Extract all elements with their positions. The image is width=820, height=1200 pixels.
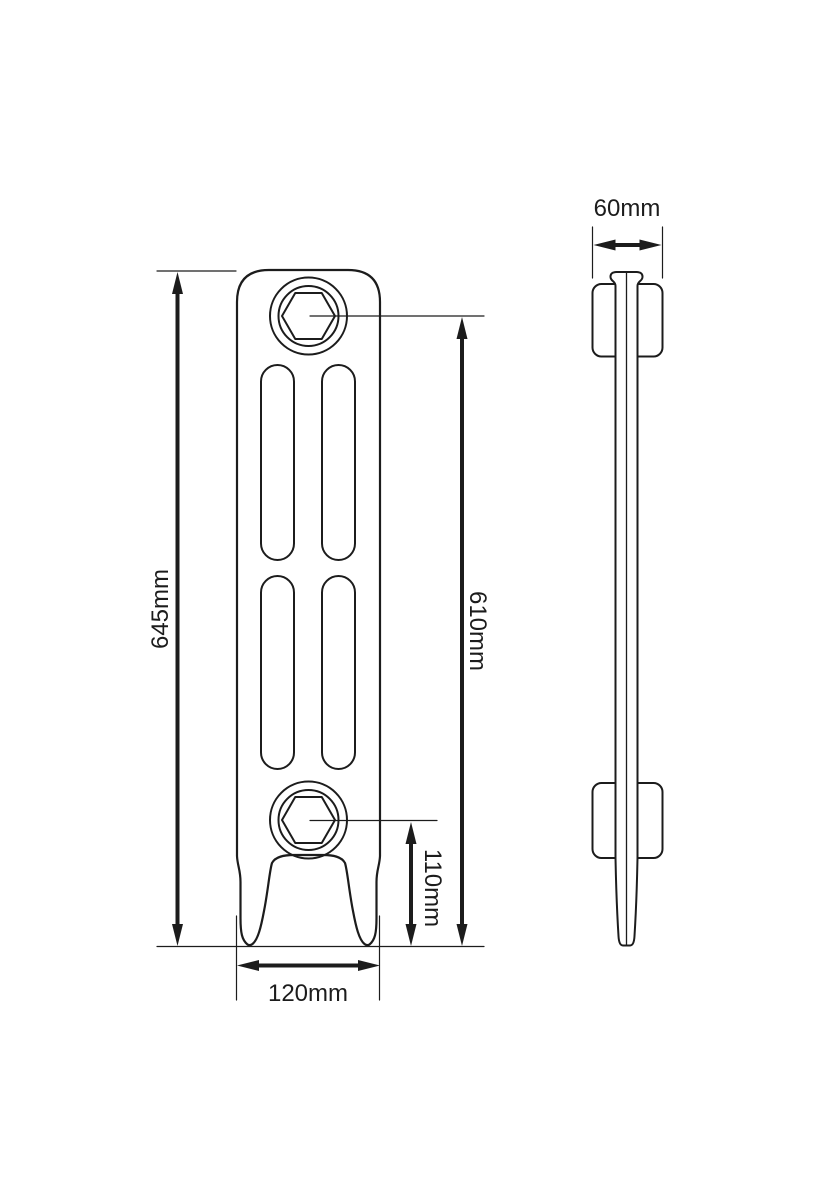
column-slot-upper-right xyxy=(321,364,356,561)
column-slot-lower-right xyxy=(321,575,356,770)
arrow-up-icon xyxy=(456,317,468,339)
column-slot-upper-left xyxy=(260,364,295,561)
dim-lower-tapping xyxy=(405,822,417,946)
arrow-down-icon xyxy=(405,924,417,946)
column-slot-lower-left xyxy=(260,575,295,770)
depth-label: 60mm xyxy=(593,195,661,222)
dim-overall-height xyxy=(172,272,183,946)
dim-tapping-centres xyxy=(456,317,468,946)
dimension-annotations xyxy=(156,226,664,1001)
side-view xyxy=(591,271,664,947)
base-width-label: 120mm xyxy=(267,980,349,1007)
arrow-down-icon xyxy=(456,924,468,946)
lower-tapping-label: 110mm xyxy=(419,848,446,928)
tapping-centres-label: 610mm xyxy=(464,590,491,672)
front-view xyxy=(235,268,382,947)
overall-height-label: 645mm xyxy=(147,568,174,650)
arrow-right-icon xyxy=(358,960,380,971)
arrow-up-icon xyxy=(172,272,183,294)
arrow-left-icon xyxy=(593,239,616,251)
arrow-left-icon xyxy=(237,960,259,971)
arrow-right-icon xyxy=(639,239,662,251)
dim-depth xyxy=(593,239,662,251)
arrow-down-icon xyxy=(172,924,183,946)
arrow-up-icon xyxy=(405,822,417,844)
dim-base-width xyxy=(237,960,380,971)
